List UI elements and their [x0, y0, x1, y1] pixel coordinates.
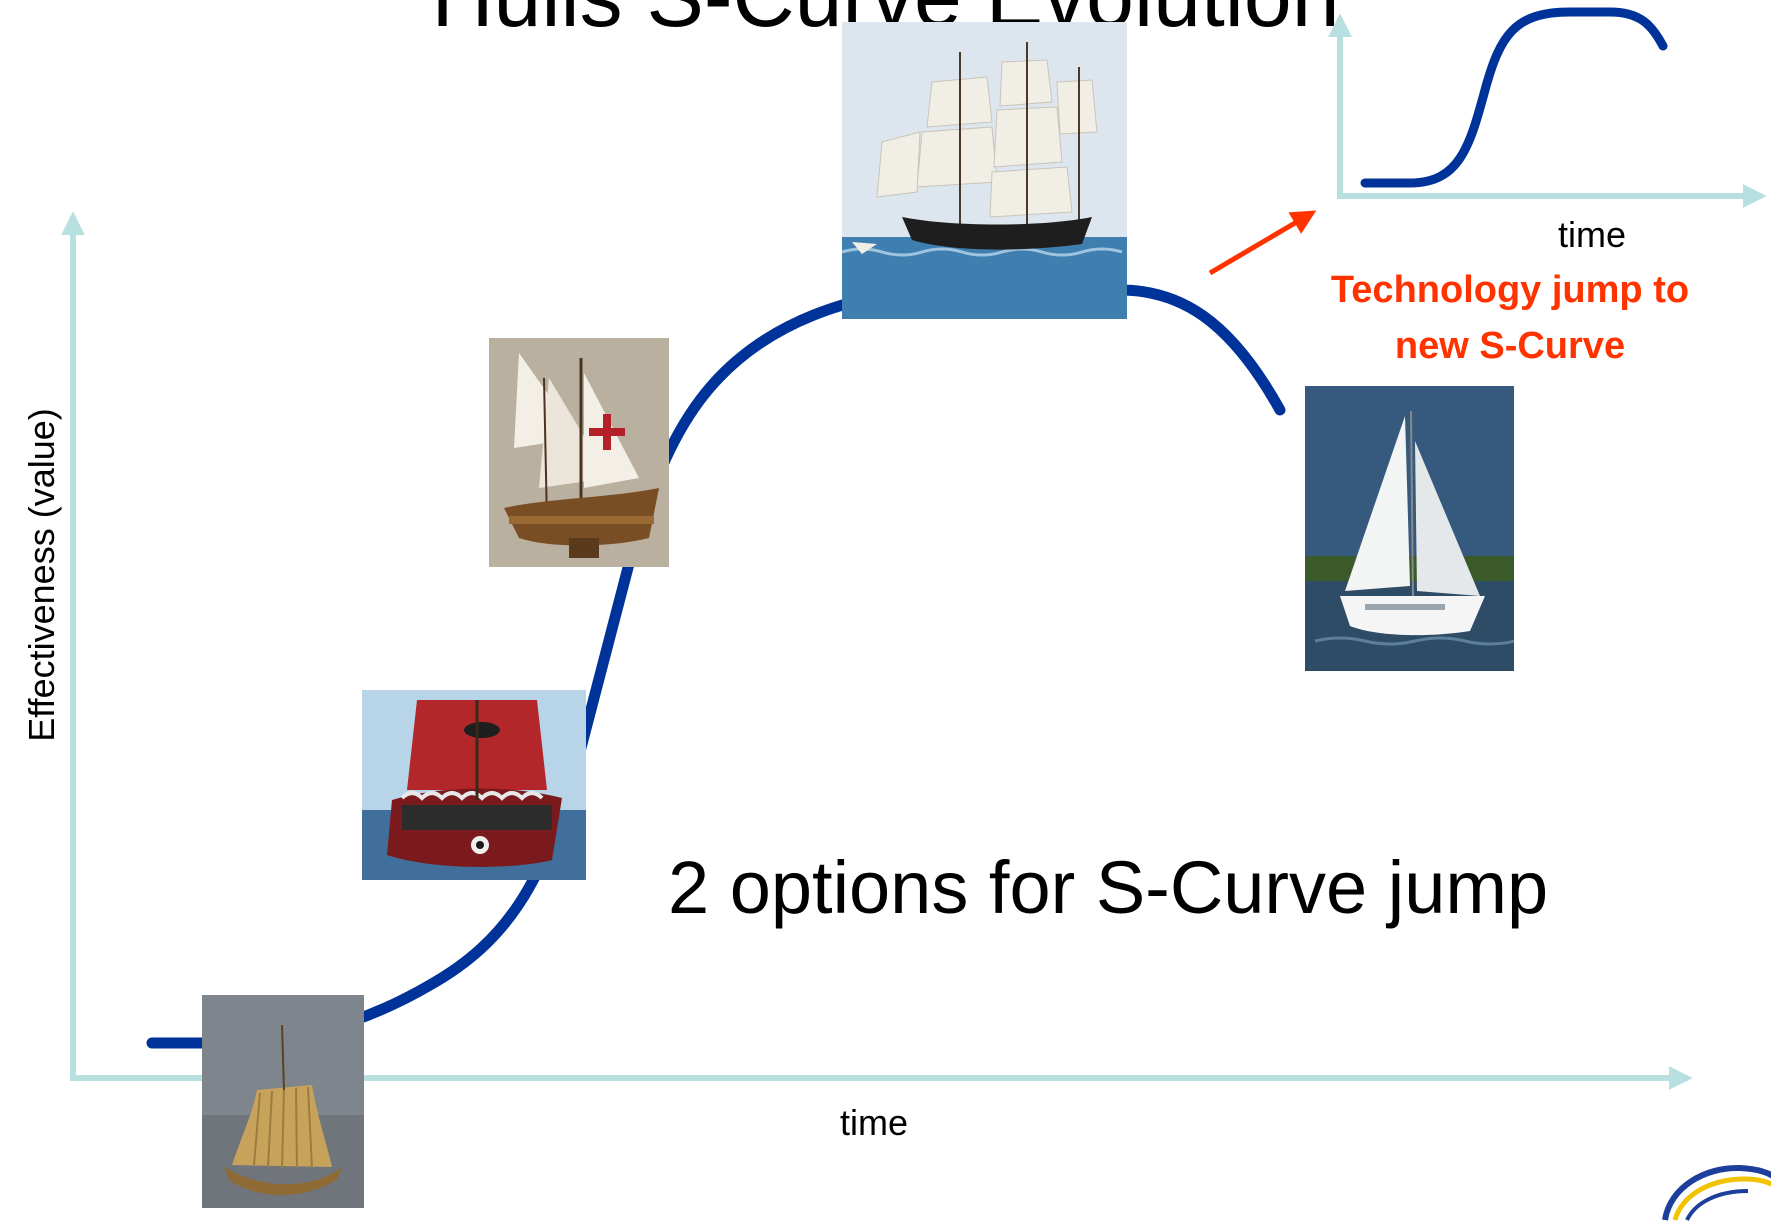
options-text: 2 options for S-Curve jump — [668, 846, 1549, 929]
logo-image — [1660, 1162, 1771, 1222]
galley-ship-image — [362, 690, 586, 880]
y-axis-label: Effectiveness (value) — [21, 408, 62, 742]
clipper-ship-image — [842, 22, 1127, 319]
reed-raft-image — [202, 995, 364, 1208]
x-axis-label: time — [840, 1102, 909, 1143]
s-curve — [146, 284, 1286, 1049]
inset-s-curve — [1360, 7, 1668, 188]
inset-x-axis-label: time — [1558, 214, 1627, 255]
caravel-ship-image — [489, 338, 669, 567]
sailboat-image — [1305, 386, 1514, 671]
jump-arrow — [1208, 210, 1317, 276]
technology-jump-caption: Technology jump to new S-Curve — [1330, 269, 1690, 367]
